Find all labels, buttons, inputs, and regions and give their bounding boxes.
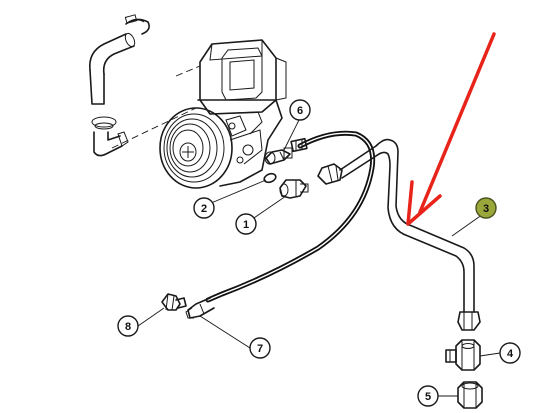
callout-3: 3 bbox=[475, 197, 497, 219]
red-arrow-indicator bbox=[406, 32, 496, 226]
nut-5 bbox=[457, 381, 483, 409]
callout-6-label: 6 bbox=[297, 105, 303, 117]
hose-7-core bbox=[207, 132, 374, 301]
callout-2: 2 bbox=[193, 197, 215, 219]
intake-elbow-fitting bbox=[91, 116, 129, 157]
callout-3-label: 3 bbox=[483, 203, 489, 215]
fitting-1-elbow bbox=[279, 179, 309, 199]
callout-7: 7 bbox=[249, 337, 271, 359]
callout-5-label: 5 bbox=[425, 391, 431, 403]
callout-2-label: 2 bbox=[201, 203, 207, 215]
red-arrow-shaft bbox=[418, 32, 496, 214]
callout-1: 1 bbox=[235, 213, 257, 235]
fitting-6-elbow bbox=[264, 147, 293, 165]
callout-5: 5 bbox=[417, 385, 439, 407]
leader-4 bbox=[479, 352, 501, 357]
hose-7-upper-fitting bbox=[290, 137, 308, 153]
hose-7-lower-fitting bbox=[185, 297, 215, 319]
adapter-8 bbox=[161, 293, 187, 311]
callout-4: 4 bbox=[499, 342, 521, 364]
air-compressor bbox=[159, 39, 287, 189]
callout-8: 8 bbox=[117, 315, 139, 337]
callout-8-label: 8 bbox=[125, 321, 131, 333]
callout-1-label: 1 bbox=[243, 219, 249, 231]
leader-2 bbox=[203, 179, 267, 207]
assembly-axis-line-2 bbox=[175, 65, 201, 77]
leader-7 bbox=[199, 315, 251, 349]
intake-hose bbox=[88, 14, 150, 105]
callout-7-label: 7 bbox=[257, 343, 263, 355]
callout-6: 6 bbox=[289, 99, 311, 121]
leader-8 bbox=[137, 307, 165, 327]
assembly-axis-line bbox=[111, 107, 197, 149]
o-ring-2 bbox=[263, 172, 277, 184]
red-arrow-head bbox=[406, 180, 442, 226]
pipe-3 bbox=[317, 138, 481, 331]
fitting-4-union bbox=[445, 339, 481, 371]
callout-4-label: 4 bbox=[507, 348, 514, 360]
leader-6 bbox=[283, 117, 301, 151]
